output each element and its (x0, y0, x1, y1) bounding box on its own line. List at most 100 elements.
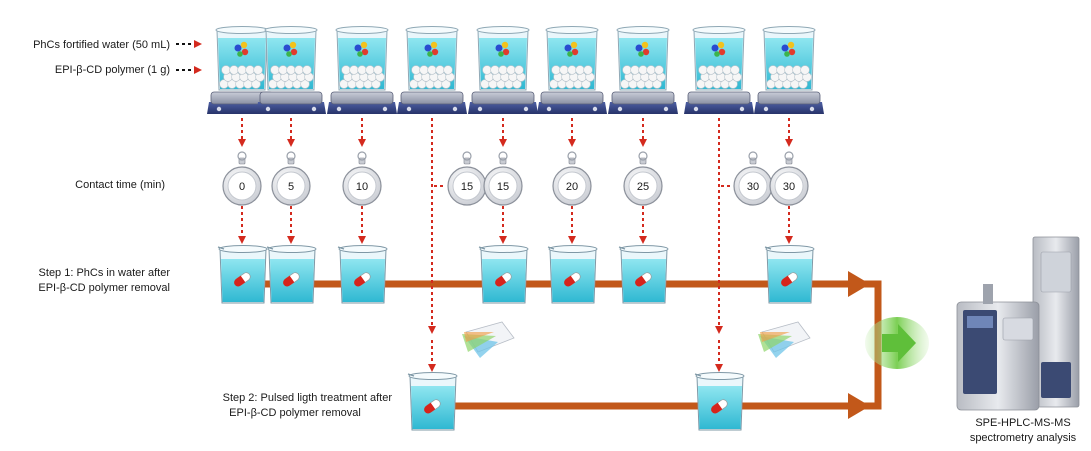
arrow-shape (882, 324, 916, 362)
beaker-rim (264, 26, 318, 34)
polymer-bead (567, 65, 577, 75)
stirrer-knob (382, 106, 388, 112)
stirrer-knob (663, 106, 669, 112)
stopwatch-ring (784, 151, 794, 161)
contact-time-value: 30 (747, 181, 759, 193)
pill-half (635, 275, 647, 287)
stopwatch-ring (638, 151, 648, 161)
beaker-spout (618, 246, 626, 250)
stirrer-base (537, 102, 607, 114)
molecule-atom (290, 48, 298, 56)
stirrer-plate (540, 91, 604, 105)
beaker-rim (692, 26, 746, 34)
beaker-on-stirrer (207, 26, 277, 114)
stopwatch-face (276, 171, 306, 201)
molecule-atom (564, 44, 572, 52)
stirrer-base (468, 102, 538, 114)
polymer-bead (784, 65, 794, 75)
stopwatch-icon: 20 (552, 151, 592, 206)
polymer-bead (498, 65, 508, 75)
beaker-rim (479, 245, 529, 253)
stopwatch-face (488, 171, 518, 201)
polymer-bead (302, 65, 312, 75)
beaker-on-stirrer (327, 26, 397, 114)
instrument-label-line2: spectrometry analysis (969, 432, 1077, 444)
polymer-bead (490, 65, 500, 75)
stopwatch-face (452, 171, 482, 201)
molecule-atom (495, 44, 503, 52)
pill-half (564, 275, 576, 287)
molecule-atom (788, 48, 796, 56)
stirrer-knob (216, 106, 222, 112)
stirrer-plate (757, 91, 821, 105)
stopwatch-ring (748, 151, 758, 161)
polymer-bead (551, 65, 561, 75)
molecule-atom (567, 51, 573, 57)
polymer-bead (300, 79, 310, 89)
beaker-spout (547, 246, 555, 250)
polymer-bead (245, 65, 255, 75)
step1-beaker (478, 245, 529, 304)
beaker-rim (765, 245, 815, 253)
beaker-rim (335, 26, 389, 34)
stirrer-base (327, 102, 397, 114)
beaker-on-stirrer (684, 26, 754, 114)
step1-beaker (547, 245, 598, 304)
stopwatch-face (227, 171, 257, 201)
instrument-door (1041, 362, 1071, 398)
stopwatch-face (774, 171, 804, 201)
stirrer-plate (471, 91, 535, 105)
step1-label-line1: Step 1: PhCs in water after (38, 267, 170, 279)
stopwatch-face (738, 171, 768, 201)
polymer-bead (622, 65, 632, 75)
beaker-rim (405, 26, 459, 34)
molecule-atom (498, 51, 504, 57)
molecule-atom (361, 48, 369, 56)
stirrer-base (754, 102, 824, 114)
polymer-bead (237, 65, 247, 75)
light-beam-orange (760, 332, 790, 342)
hplc-ms-instrument-icon (956, 236, 1080, 411)
polymer-bead (441, 79, 451, 89)
molecule-atom (286, 51, 292, 57)
polymer-bead (714, 65, 724, 75)
molecule-atom (635, 44, 643, 52)
beaker-rim (408, 372, 458, 380)
beaker-on-stirrer (256, 26, 326, 114)
pill-half (283, 275, 295, 287)
polymer-bead (768, 65, 778, 75)
beaker-on-stirrer (397, 26, 467, 114)
molecule-atom (787, 41, 795, 49)
molecule-atom (571, 48, 579, 56)
polymer-bead (514, 65, 524, 75)
contact-time-value: 15 (461, 181, 473, 193)
polymer-bead (482, 65, 492, 75)
beaker-rim (215, 26, 269, 34)
molecule-atom (502, 48, 510, 56)
polymer-bead (373, 65, 383, 75)
stirrer-knob (617, 106, 623, 112)
stopwatch-icon: 30 (733, 151, 773, 206)
polymer-bead (253, 65, 263, 75)
polymer-bead (435, 65, 445, 75)
step1-pipe-arrowhead (848, 271, 870, 297)
molecule-atom (570, 41, 578, 49)
molecule-atom (714, 51, 720, 57)
stopwatch-ring (567, 151, 577, 161)
polymer-bead (559, 65, 569, 75)
contact-time-value: 0 (239, 181, 245, 193)
contact-time-label: Contact time (min) (75, 179, 165, 191)
stopwatch-icon: 0 (222, 151, 262, 206)
stopwatch-icon: 30 (769, 151, 809, 206)
polymer-bead (341, 65, 351, 75)
polymer-bead (654, 65, 664, 75)
molecule-atom (718, 48, 726, 56)
polymer-bead (251, 79, 261, 89)
step1-beaker (764, 245, 815, 304)
next-step-arrow (865, 317, 929, 369)
stopwatch-icon: 5 (271, 151, 311, 206)
polymer-bead (800, 65, 810, 75)
stirrer-knob (406, 106, 412, 112)
contact-time-value: 5 (288, 181, 294, 193)
